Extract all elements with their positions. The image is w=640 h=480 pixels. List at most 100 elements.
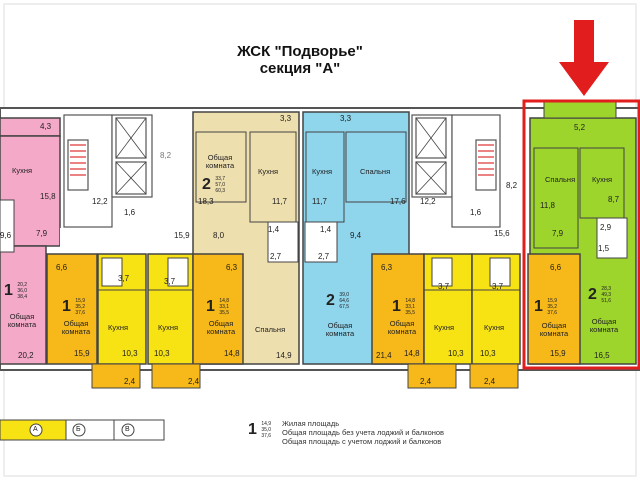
area-label: 20,2 [18, 351, 34, 360]
area-label: 3,3 [340, 114, 352, 123]
red-down-arrow-icon [559, 20, 609, 96]
area-label: 7,9 [36, 229, 48, 238]
badge-total-area-loggia: 67,5 [339, 304, 350, 310]
area-label: 15,9 [74, 349, 90, 358]
area-label: 8,0 [213, 231, 225, 240]
legend-bar [0, 419, 165, 441]
area-label: 8,2 [160, 151, 172, 160]
room-label-bedroom: Спальня [255, 325, 286, 334]
room-label-bedroom: Спальня [545, 175, 576, 184]
loggias [91, 363, 519, 389]
legend-line-living-area: Жилая площадь [282, 419, 340, 428]
legend-badge-v2: 35,0 [261, 427, 272, 433]
apartment-badge: 1 20,2 36,0 38,4 [4, 282, 27, 300]
area-label: 15,8 [40, 192, 56, 201]
badge-total-area-loggia: 35,5 [405, 310, 416, 316]
area-label: 2,4 [420, 377, 432, 386]
area-label: 7,9 [552, 229, 564, 238]
badge-total-area: 36,0 [17, 288, 28, 294]
area-label: 9,6 [0, 231, 12, 240]
area-label: 9,4 [350, 231, 362, 240]
badge-living-area: 14,8 [405, 298, 416, 304]
area-label: 1,4 [320, 225, 332, 234]
room-label-common: Общая комната [387, 319, 417, 337]
area-label: 2,7 [318, 252, 330, 261]
area-label: 2,4 [124, 377, 136, 386]
room-label-kitchen: Кухня [108, 323, 129, 332]
room-label-kitchen: Кухня [312, 167, 333, 176]
area-label: 14,8 [404, 349, 420, 358]
area-label: 12,2 [92, 197, 108, 206]
badge-total-area: 35,2 [547, 304, 558, 310]
badge-rooms: 2 [326, 292, 335, 309]
room-label-kitchen: Кухня [12, 166, 33, 175]
area-label: 8,7 [608, 195, 620, 204]
area-label: 3,7 [492, 282, 504, 291]
area-label: 14,8 [224, 349, 240, 358]
legend-badge-rooms: 1 [248, 421, 257, 438]
badge-total-area-loggia: 35,5 [219, 310, 230, 316]
badge-living-area: 14,8 [219, 298, 230, 304]
area-label: 2,7 [270, 252, 282, 261]
badge-rooms: 1 [392, 298, 401, 315]
area-label: 3,3 [280, 114, 292, 123]
area-label: 10,3 [448, 349, 464, 358]
apartment-badge: 1 14,8 33,1 35,5 [392, 298, 415, 316]
area-label: 6,6 [56, 263, 68, 272]
area-label: 3,7 [164, 277, 176, 286]
area-label: 6,3 [381, 263, 393, 272]
title-line-1: ЖСК "Подворье" [237, 43, 363, 60]
badge-living-area: 15,9 [547, 298, 558, 304]
room-label-kitchen: Кухня [158, 323, 179, 332]
highlight-frame [522, 99, 640, 370]
area-label: 8,2 [506, 181, 518, 190]
room-label-kitchen: Кухня [592, 175, 613, 184]
area-label: 6,3 [226, 263, 238, 272]
area-label: 11,8 [540, 201, 555, 210]
room-label-common: Общая комната [205, 153, 235, 171]
badge-total-area-loggia: 38,4 [17, 294, 28, 300]
room-label-common: Общая комната [325, 321, 355, 339]
room-label-common: Общая комната [539, 321, 569, 339]
badge-total-area-loggia: 51,6 [601, 298, 612, 304]
area-label: 11,7 [272, 197, 287, 206]
area-label: 10,3 [480, 349, 496, 358]
room-label-common: Общая комната [7, 312, 37, 330]
legend-category-v: В [125, 426, 130, 433]
room-label-common: Общая комната [61, 319, 91, 337]
legend-line-total-area: Общая площадь без учета лоджий и балконо… [282, 428, 445, 437]
area-label: 11,7 [312, 197, 327, 206]
badge-rooms: 1 [4, 282, 13, 299]
badge-living-area: 20,2 [17, 282, 28, 288]
apartment-badge: 2 33,7 57,0 60,3 [202, 176, 225, 194]
area-label: 15,9 [550, 349, 566, 358]
room-label-kitchen: Кухня [484, 323, 505, 332]
room-label-common: Общая комната [589, 317, 619, 335]
area-label: 3,7 [118, 274, 130, 283]
legend-category-b: Б [76, 426, 81, 433]
area-label: 10,3 [122, 349, 138, 358]
badge-total-area-loggia: 37,6 [75, 310, 86, 316]
area-label: 2,4 [484, 377, 496, 386]
area-label: 3,7 [438, 282, 450, 291]
apartment-orange-4 [527, 253, 581, 365]
area-label: 17,6 [390, 197, 406, 206]
badge-living-area: 39,0 [339, 292, 350, 298]
apartment-orange-1 [46, 253, 98, 365]
area-label: 1,5 [598, 244, 610, 253]
badge-total-area: 49,3 [601, 292, 612, 298]
apartment-orange-2 [192, 253, 244, 365]
badge-living-area: 33,7 [215, 176, 226, 182]
area-label: 6,6 [550, 263, 562, 272]
badge-rooms: 2 [202, 176, 211, 193]
area-label: 21,4 [376, 351, 392, 360]
badge-total-area: 57,0 [215, 182, 226, 188]
badge-total-area: 64,6 [339, 298, 350, 304]
badge-living-area: 15,9 [75, 298, 86, 304]
apartment-pink [0, 117, 61, 365]
apartment-badge: 2 39,0 64,6 67,5 [326, 292, 349, 310]
apartment-badge: 1 14,8 33,1 35,5 [206, 298, 229, 316]
area-label: 14,9 [276, 351, 292, 360]
area-label: 2,4 [188, 377, 200, 386]
